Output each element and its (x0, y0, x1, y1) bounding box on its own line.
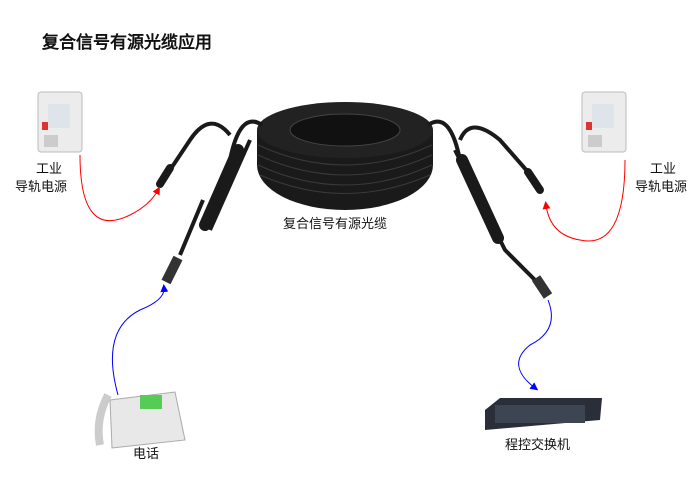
right-power-supply-image (581, 91, 627, 153)
cable-label: 复合信号有源光缆 (283, 217, 388, 232)
right-cable-assembly (426, 119, 553, 299)
left-power-label-line1: 工业 (36, 162, 63, 177)
right-power-label-line2: 导轨电源 (635, 180, 688, 195)
right-power-link (542, 159, 626, 242)
left-power-label-line2: 导轨电源 (15, 180, 68, 195)
pbx-switch-image (485, 398, 602, 430)
switch-signal-link (518, 299, 552, 391)
telephone-image (94, 391, 186, 449)
left-cable-assembly (156, 119, 264, 285)
right-power-label-line1: 工业 (650, 162, 677, 177)
phone-label: 电话 (133, 447, 160, 462)
left-power-link (79, 154, 160, 221)
cable-coil-image (257, 102, 433, 210)
switch-label: 程控交换机 (505, 438, 571, 453)
diagram-title: 复合信号有源光缆应用 (42, 33, 212, 53)
left-power-supply-image (37, 91, 83, 153)
phone-signal-link (111, 284, 169, 396)
